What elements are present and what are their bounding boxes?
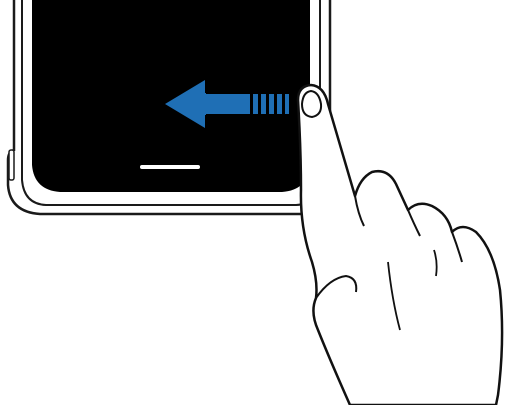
arrow-tail-segment <box>277 94 282 114</box>
arrow-tail-segment <box>285 94 289 114</box>
knuckle-crease <box>451 231 463 263</box>
side-button <box>8 149 15 181</box>
hand-outline <box>296 83 504 405</box>
arrow-tail-segment <box>269 94 274 114</box>
arrow-head <box>165 80 206 128</box>
thumb-line <box>315 274 358 299</box>
phone-device <box>6 0 332 216</box>
arrow-left-icon <box>165 80 289 128</box>
phone-screen <box>32 0 310 192</box>
arrow-tail-segment <box>261 94 266 114</box>
knuckle-crease <box>354 195 365 227</box>
arrow-shaft <box>203 94 250 114</box>
arrow-tail-segment <box>253 94 258 114</box>
knuckle-crease <box>407 209 421 237</box>
fingernail <box>300 89 323 119</box>
finger-line <box>387 261 401 331</box>
home-bar-icon <box>140 165 200 169</box>
finger-line <box>433 249 438 277</box>
pointing-hand-icon <box>296 83 504 405</box>
